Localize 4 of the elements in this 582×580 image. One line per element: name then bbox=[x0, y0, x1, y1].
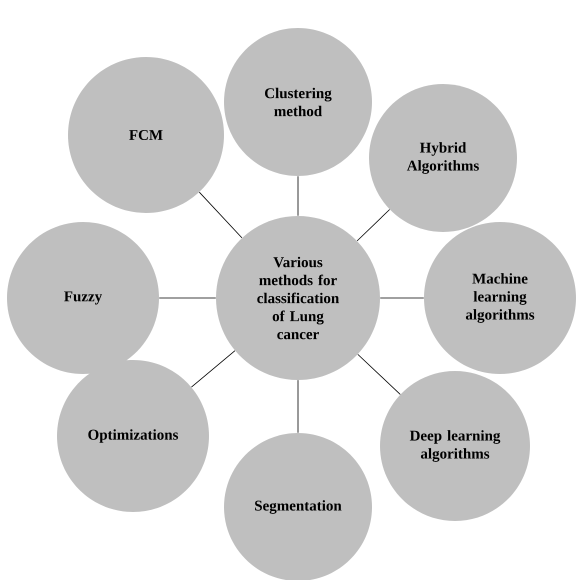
connector-line bbox=[198, 192, 242, 238]
connector-line bbox=[357, 354, 401, 395]
connector-line bbox=[356, 209, 390, 242]
connector-line bbox=[191, 350, 236, 388]
